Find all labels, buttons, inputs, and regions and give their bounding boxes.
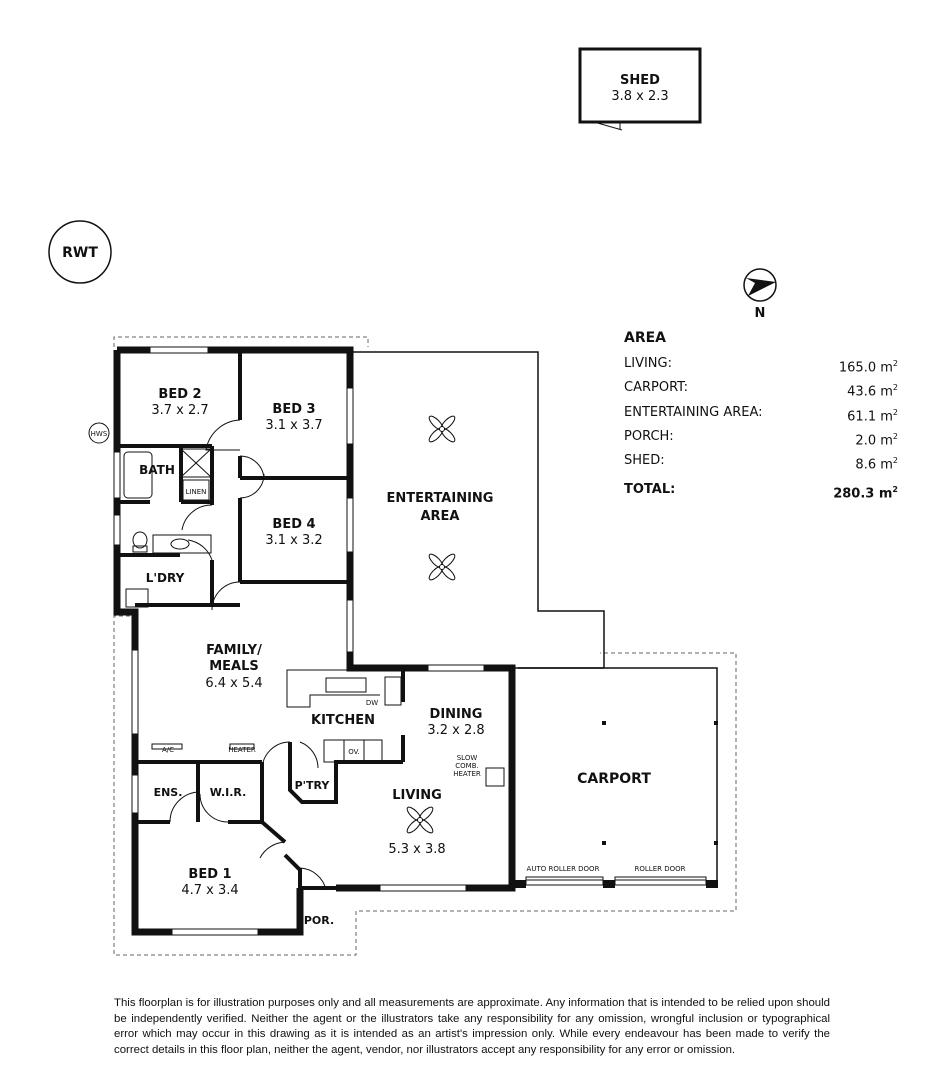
heater-unit <box>229 743 255 750</box>
area-row-shed: SHED: 8.6 m2 <box>624 451 898 475</box>
bed4-label: BED 4 <box>272 517 315 532</box>
carport-posts <box>512 721 718 888</box>
shed-dims: 3.8 x 2.3 <box>611 89 668 104</box>
area-label: PORCH: <box>624 428 674 444</box>
area-label: ENTERTAINING AREA: <box>624 404 763 420</box>
entertaining-outline <box>350 351 605 669</box>
roller-door-label: ROLLER DOOR <box>635 865 686 873</box>
family-label-1: FAMILY/ <box>206 643 262 658</box>
area-row-total: TOTAL: 280.3 m2 <box>624 480 898 504</box>
family-dims: 6.4 x 5.4 <box>205 676 262 691</box>
carport-label: CARPORT <box>577 771 651 787</box>
unit-superscript: 2 <box>892 359 898 368</box>
kitchen-benches <box>286 669 505 787</box>
area-label: CARPORT: <box>624 380 689 396</box>
external-walls <box>113 346 516 936</box>
bed3-label: BED 3 <box>272 402 315 417</box>
pantry-label: P'TRY <box>295 779 331 792</box>
area-summary: AREA LIVING: 165.0 m2 CARPORT: 43.6 m2 E… <box>624 330 898 504</box>
area-row-porch: PORCH: 2.0 m2 <box>624 427 898 451</box>
heater-label: HEATER <box>228 746 256 754</box>
area-row-living: LIVING: 165.0 m2 <box>624 354 898 378</box>
slow-comb-heater-line1: SLOW <box>457 754 478 762</box>
bed3-dims: 3.1 x 3.7 <box>265 418 322 433</box>
ceiling-fan-icon <box>406 415 456 834</box>
ensuite-label: ENS. <box>154 786 183 799</box>
wir-label: W.I.R. <box>210 786 247 799</box>
auto-roller-door-label: AUTO ROLLER DOOR <box>527 865 600 873</box>
hws-icon <box>88 422 110 444</box>
internal-walls <box>120 350 405 890</box>
laundry-label: L'DRY <box>146 571 185 585</box>
bed1-dims: 4.7 x 3.4 <box>181 883 238 898</box>
bed2-label: BED 2 <box>158 387 201 402</box>
kitchen-label: KITCHEN <box>311 713 375 728</box>
bed4-dims: 3.1 x 3.2 <box>265 533 322 548</box>
area-value: 2.0 m <box>855 433 893 449</box>
bed2-dims: 3.7 x 2.7 <box>151 403 208 418</box>
bath-fixtures <box>123 448 212 608</box>
unit-superscript: 2 <box>892 407 898 417</box>
unit-superscript: 2 <box>892 484 898 494</box>
windows <box>113 346 485 936</box>
area-value: 8.6 m <box>855 457 893 473</box>
dining-dims: 3.2 x 2.8 <box>427 723 484 738</box>
rainwater-tank: RWT <box>48 220 112 284</box>
living-label: LIVING <box>392 788 442 803</box>
unit-superscript: 2 <box>892 431 898 441</box>
area-label: SHED: <box>624 453 665 469</box>
north-compass-icon: N <box>743 268 777 321</box>
shed: SHED 3.8 x 2.3 <box>578 47 702 131</box>
porch-label: POR. <box>304 914 334 927</box>
area-title: AREA <box>624 330 667 346</box>
ac-unit <box>151 743 183 750</box>
shed-label: SHED <box>620 73 660 88</box>
family-label-2: MEALS <box>209 659 259 674</box>
area-value: 165.0 m <box>838 360 893 376</box>
hws-label: HWS <box>91 430 108 438</box>
oven-label: OV. <box>348 748 360 756</box>
door-swings <box>169 419 327 891</box>
room-labels: BED 2 3.7 x 2.7 BED 3 3.1 x 3.7 BED 4 3.… <box>139 387 651 927</box>
dining-label: DINING <box>430 707 483 722</box>
disclaimer-text: This floorplan is for illustration purpo… <box>114 997 830 1056</box>
area-value: 43.6 m <box>847 384 893 400</box>
carport-outline <box>518 667 718 888</box>
bed1-label: BED 1 <box>188 867 231 882</box>
living-dims: 5.3 x 3.8 <box>388 842 445 857</box>
area-total-value: 280.3 m <box>833 485 893 501</box>
area-label: LIVING: <box>624 356 672 371</box>
area-total-label: TOTAL: <box>624 481 676 497</box>
entertaining-label-1: ENTERTAINING <box>387 491 494 506</box>
unit-superscript: 2 <box>892 383 898 393</box>
roller-doors <box>525 876 707 886</box>
area-row-carport: CARPORT: 43.6 m2 <box>624 378 898 402</box>
dishwasher-label: DW <box>366 699 378 707</box>
slow-comb-heater-line3: HEATER <box>453 770 481 778</box>
entertaining-label-2: AREA <box>420 509 459 524</box>
bath-label: BATH <box>139 463 175 477</box>
unit-superscript: 2 <box>892 456 898 466</box>
eave-outline <box>113 336 737 956</box>
compass-n-label: N <box>755 306 766 321</box>
area-row-entertaining: ENTERTAINING AREA: 61.1 m2 <box>624 403 898 427</box>
area-value: 61.1 m <box>847 408 893 424</box>
slow-comb-heater-line2: COMB. <box>455 762 478 770</box>
ac-label: A/C <box>162 746 174 754</box>
linen-label: LINEN <box>186 488 207 496</box>
rwt-label: RWT <box>62 245 98 261</box>
